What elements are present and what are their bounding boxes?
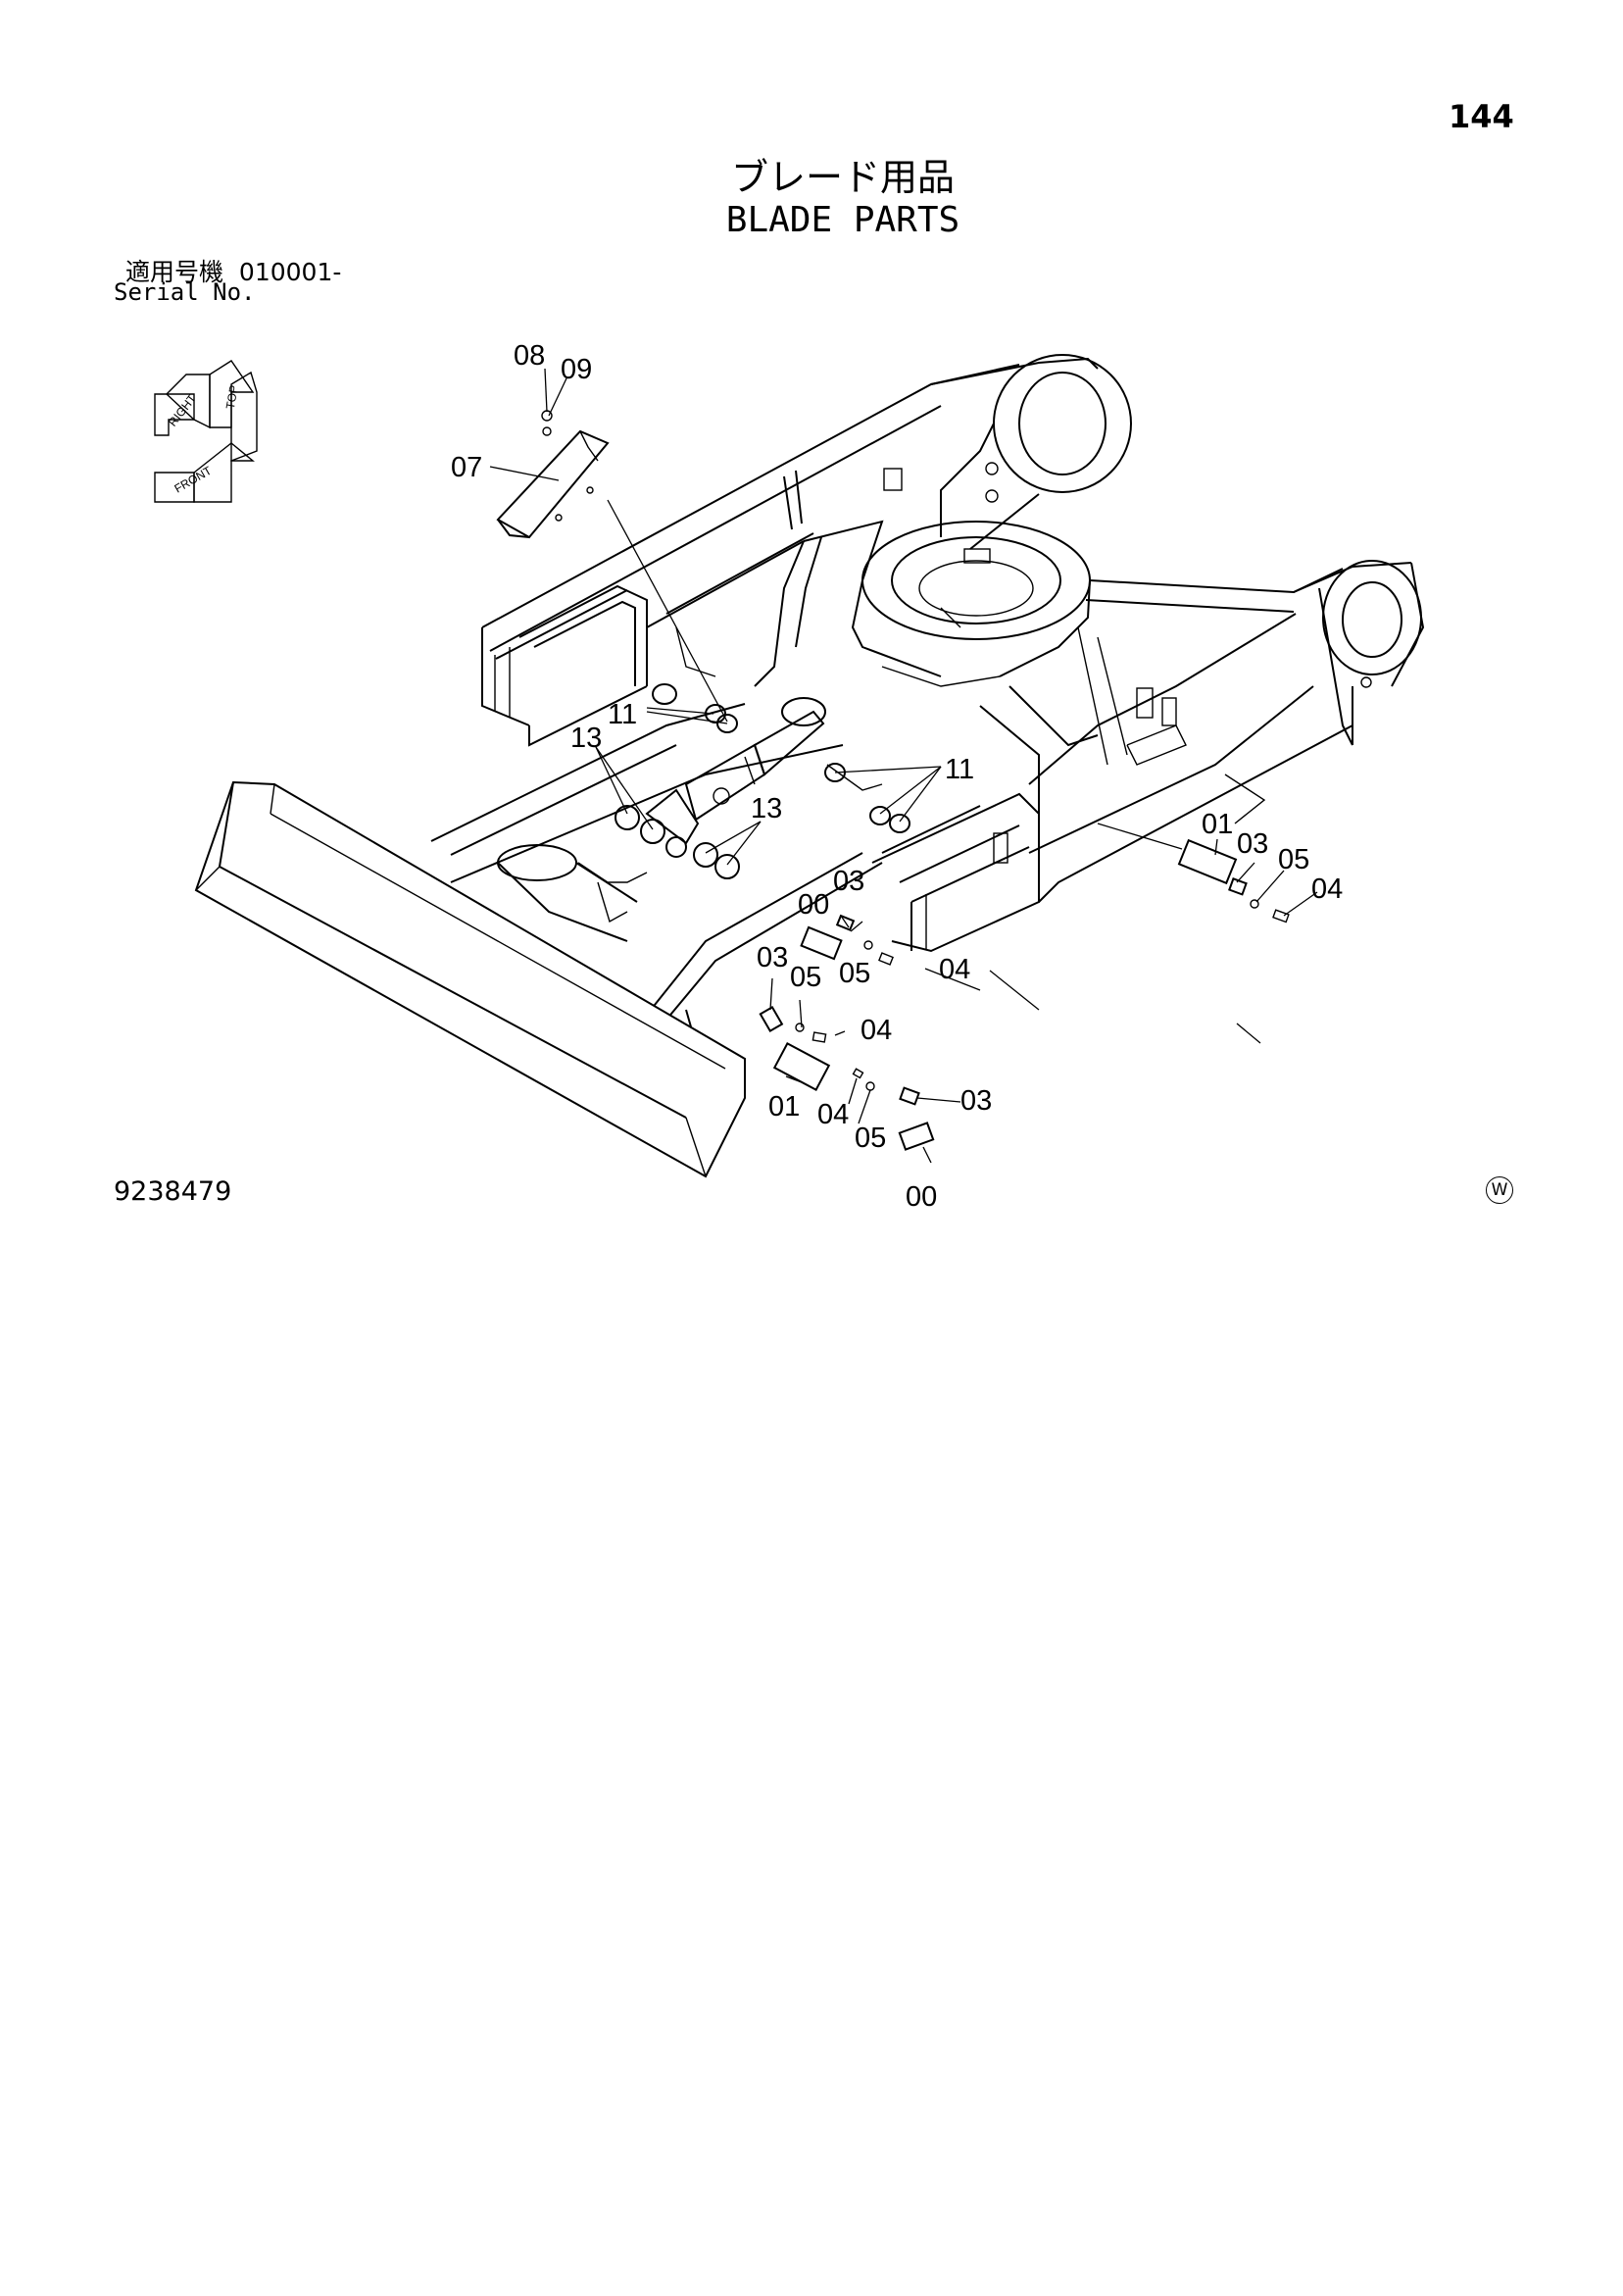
orientation-top-label: TOP [223, 384, 241, 411]
leader-lines [489, 368, 1318, 1164]
callout-05-right: 05 [1278, 844, 1309, 875]
callout-05-upper: 05 [839, 958, 870, 989]
serial-label-jp-text: 適用号機 [125, 258, 224, 286]
callout-04-right: 04 [1311, 873, 1343, 905]
track-frame-left [481, 364, 1020, 747]
drawing-number: 9238479 [114, 1176, 232, 1207]
callout-05-lower: 05 [855, 1123, 886, 1154]
callout-01-right: 01 [1202, 809, 1233, 840]
track-frame-right [979, 560, 1425, 903]
callout-00-upper: 00 [798, 889, 829, 921]
callout-03-upper: 03 [833, 866, 864, 897]
callout-08: 08 [514, 340, 545, 372]
track-idler-housing-left [883, 354, 1132, 550]
serial-label-english: Serial No. [114, 278, 256, 306]
swing-bearing-mount [754, 520, 1091, 687]
callout-03-right: 03 [1237, 828, 1268, 860]
page-number: 144 [1449, 98, 1514, 135]
orientation-front-label: FRONT [172, 463, 214, 495]
serial-label-japanese: 適用号機 010001- [125, 253, 341, 288]
orientation-indicator-icon: RIGHT TOP FRONT [154, 360, 258, 503]
callout-04-middle: 04 [861, 1015, 892, 1046]
callout-05-middle: 05 [790, 962, 821, 993]
blade-cylinder [645, 697, 826, 845]
callout-03-middle: 03 [757, 942, 788, 973]
title-japanese: ブレード用品 [730, 156, 955, 199]
callout-00-lower: 00 [906, 1181, 937, 1213]
cover-plate [496, 410, 610, 539]
callout-01-lower: 01 [768, 1091, 800, 1123]
callout-11-right: 11 [945, 754, 974, 785]
callout-04-lower: 04 [817, 1099, 849, 1130]
callout-09: 09 [561, 354, 592, 385]
callout-04-upper: 04 [939, 954, 970, 985]
track-frame-right-front-end [871, 792, 1040, 953]
dozer-blade [194, 780, 746, 1178]
serial-number-range: 010001- [238, 258, 342, 286]
callout-03-lower: 03 [960, 1085, 992, 1117]
callout-13-right: 13 [751, 793, 782, 824]
title-english: BLADE PARTS [725, 200, 960, 240]
blade-parts-exploded-drawing: RIGHT TOP FRONT [154, 340, 1425, 1213]
callout-13-left: 13 [570, 723, 602, 754]
callout-07: 07 [451, 452, 482, 483]
part-callouts: 08 09 07 11 13 13 11 01 03 05 04 00 03 0… [451, 340, 1343, 1213]
callout-11-left: 11 [608, 699, 637, 730]
w-mark-icon: W [1486, 1176, 1513, 1204]
